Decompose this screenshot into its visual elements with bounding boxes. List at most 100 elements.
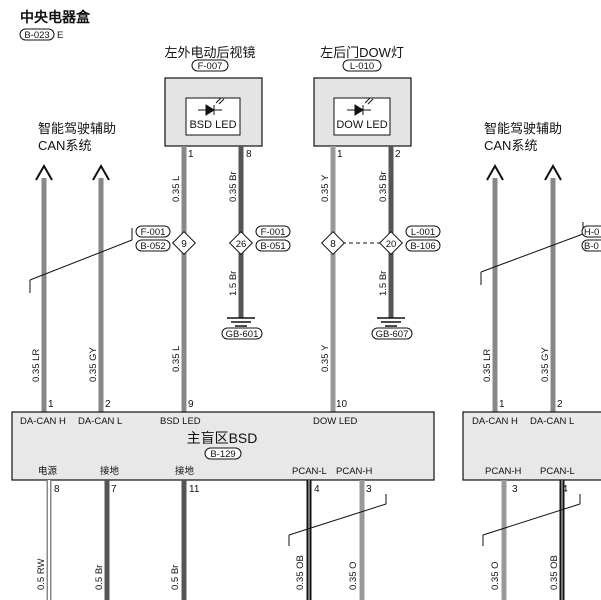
svg-text:0.35 O: 0.35 O	[348, 561, 359, 590]
mirror-code-pill	[191, 59, 229, 72]
door-pin-1: 1	[337, 149, 343, 160]
mirror-led-inner	[185, 97, 241, 136]
svg-text:H-0: H-0	[584, 227, 599, 238]
module-title: 主盲区BSD	[187, 430, 258, 446]
door-code: L-010	[350, 61, 374, 72]
svg-text:0.35 GY: 0.35 GY	[540, 346, 551, 382]
module-label-da-can-h: DA-CAN H	[20, 416, 66, 427]
module-top-pin-1: 1	[48, 399, 54, 410]
module-bottom-pin-11: 11	[189, 484, 200, 495]
can-left-wires	[29, 163, 133, 412]
module-bottom-pin-8: 8	[54, 484, 60, 495]
splice-26: 26	[228, 230, 254, 256]
svg-text:0.35 Br: 0.35 Br	[228, 171, 239, 202]
svg-text:0.5 Br: 0.5 Br	[94, 565, 105, 590]
can-right-line1: 智能驾驶辅助	[484, 121, 562, 136]
header-code-pill	[19, 28, 55, 41]
right-module-pin-2: 2	[557, 399, 563, 410]
svg-text:B-051: B-051	[260, 241, 285, 252]
module-label-bsd-led: BSD LED	[160, 416, 201, 427]
module-label-dow-led: DOW LED	[313, 416, 357, 427]
svg-text:0.35 O: 0.35 O	[490, 561, 501, 590]
ground-gb-601: GB-601	[221, 327, 263, 340]
bottom-wires	[46, 480, 581, 600]
right-module-pin-1: 1	[499, 399, 505, 410]
right-module-pin-4: 4	[562, 484, 568, 495]
can-right-line2: CAN系统	[484, 138, 537, 153]
splice-9: 9	[171, 230, 197, 256]
module-label-ground-2: 接地	[175, 465, 195, 477]
mirror-title: 左外电动后视镜	[164, 45, 255, 60]
right-module-label-h: DA-CAN H	[472, 416, 518, 427]
right-module-box	[462, 411, 601, 481]
header-code: B-023	[24, 30, 49, 41]
can-right-wires	[480, 163, 584, 412]
can-left-line2: CAN系统	[38, 138, 91, 153]
svg-text:8: 8	[330, 239, 336, 250]
svg-text:0.35 Y: 0.35 Y	[320, 174, 331, 202]
module-label-da-can-l: DA-CAN L	[78, 416, 122, 427]
svg-text:0.35 LR: 0.35 LR	[482, 349, 493, 382]
module-bottom-pin-4: 4	[314, 484, 320, 495]
header-suffix: E	[57, 30, 63, 41]
right-module-pin-3: 3	[512, 484, 518, 495]
svg-text:F-001: F-001	[141, 227, 166, 238]
module-top-pin-10: 10	[336, 399, 348, 410]
svg-text:20: 20	[386, 239, 397, 250]
svg-text:0.35 OB: 0.35 OB	[549, 555, 560, 590]
module-code-pill	[204, 447, 242, 460]
splice-26-connectors: F-001 B-051	[255, 225, 291, 252]
mirror-led-label: BSD LED	[189, 119, 236, 131]
svg-text:GB-601: GB-601	[226, 329, 259, 340]
svg-text:F-001: F-001	[261, 227, 286, 238]
splice-right-connectors: H-0 B-0	[581, 225, 601, 252]
splice-20: 20	[378, 230, 404, 256]
right-module-label-pcan-h: PCAN-H	[485, 466, 522, 477]
svg-text:B-052: B-052	[140, 241, 165, 252]
svg-text:0.5 RW: 0.5 RW	[36, 558, 47, 590]
svg-text:26: 26	[236, 239, 247, 250]
mirror-pin-1: 1	[188, 149, 194, 160]
wire-labels: 0.35 LR 0.35 GY 0.35 L 0.35 Br 1.5 Br 0.…	[31, 171, 560, 590]
svg-text:9: 9	[181, 239, 187, 250]
svg-text:0.35 Br: 0.35 Br	[378, 171, 389, 202]
door-led-icon	[347, 97, 374, 116]
can-left-line1: 智能驾驶辅助	[38, 121, 116, 136]
svg-text:B-106: B-106	[410, 241, 435, 252]
splice-8: 8	[320, 230, 346, 256]
splice-20-connectors: L-001 B-106	[405, 225, 441, 252]
svg-text:1.5 Br: 1.5 Br	[378, 271, 389, 296]
module-label-pcan-l: PCAN-L	[292, 466, 327, 477]
ground-gb-607: GB-607	[371, 327, 413, 340]
svg-text:0.35 GY: 0.35 GY	[88, 346, 99, 382]
module-bottom-pin-3: 3	[366, 484, 372, 495]
bsd-module-box	[11, 411, 435, 481]
splice-9-connectors: F-001 B-052	[135, 225, 171, 252]
module-code: B-129	[210, 449, 235, 460]
mirror-pin-8: 8	[246, 149, 252, 160]
door-pin-2: 2	[395, 149, 401, 160]
door-code-pill	[342, 59, 382, 72]
module-top-pin-9: 9	[188, 399, 194, 410]
door-led-label: DOW LED	[336, 119, 387, 131]
mirror-code: F-007	[198, 61, 223, 72]
mirror-led-icon	[198, 97, 225, 116]
svg-text:0.35 OB: 0.35 OB	[295, 555, 306, 590]
svg-text:0.5 Br: 0.5 Br	[170, 565, 181, 590]
svg-text:0.35 Y: 0.35 Y	[320, 344, 331, 372]
svg-text:1.5 Br: 1.5 Br	[228, 271, 239, 296]
module-top-pin-2: 2	[105, 399, 111, 410]
svg-text:GB-607: GB-607	[376, 329, 409, 340]
module-label-pcan-h: PCAN-H	[336, 466, 373, 477]
door-title: 左后门DOW灯	[320, 45, 404, 60]
svg-text:0.35 L: 0.35 L	[171, 176, 182, 202]
svg-text:B-0: B-0	[584, 241, 599, 252]
svg-text:L-001: L-001	[411, 227, 435, 238]
svg-text:0.35 L: 0.35 L	[171, 346, 182, 372]
page-title: 中央电器盒	[20, 9, 91, 25]
right-module-label-pcan-l: PCAN-L	[540, 466, 575, 477]
door-led-inner	[333, 97, 391, 136]
module-label-ground-1: 接地	[100, 465, 120, 477]
module-label-power: 电源	[38, 465, 58, 477]
